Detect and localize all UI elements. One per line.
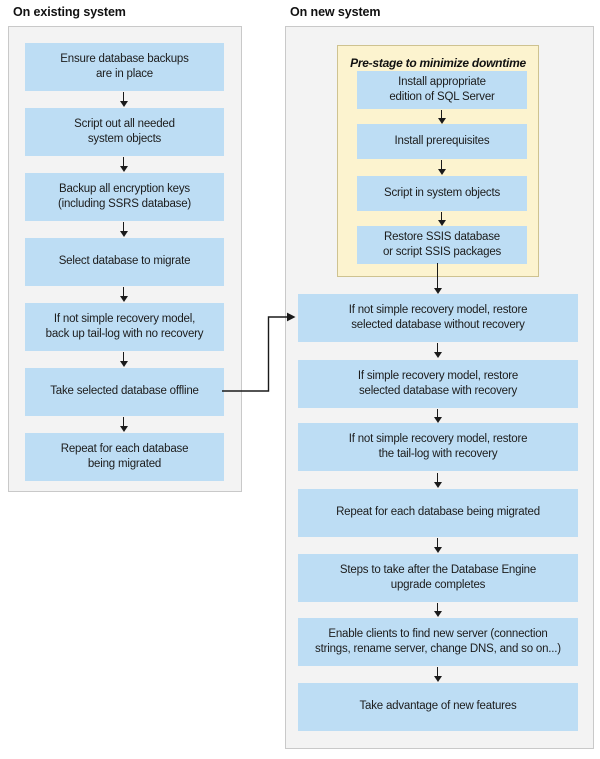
down-arrow-icon xyxy=(433,263,442,294)
flow-step: If simple recovery model, restore select… xyxy=(298,360,578,408)
down-arrow-icon xyxy=(433,343,442,358)
down-arrow-icon xyxy=(119,287,128,302)
down-arrow-icon xyxy=(119,352,128,367)
down-arrow-icon xyxy=(433,603,442,617)
flow-step: Install appropriate edition of SQL Serve… xyxy=(357,71,527,109)
flow-step: Backup all encryption keys (including SS… xyxy=(25,173,224,221)
existing-system-panel: Ensure database backups are in place Scr… xyxy=(8,26,242,492)
down-arrow-icon xyxy=(433,538,442,553)
existing-system-heading: On existing system xyxy=(13,5,126,19)
down-arrow-icon xyxy=(437,110,446,124)
flow-step: If not simple recovery model, restore se… xyxy=(298,294,578,342)
flow-step: Install prerequisites xyxy=(357,124,527,159)
down-arrow-icon xyxy=(433,667,442,682)
down-arrow-icon xyxy=(437,160,446,175)
down-arrow-icon xyxy=(119,222,128,237)
prestage-title: Pre-stage to minimize downtime xyxy=(350,56,526,70)
flow-step: Ensure database backups are in place xyxy=(25,43,224,91)
down-arrow-icon xyxy=(437,212,446,226)
flow-step: Restore SSIS database or script SSIS pac… xyxy=(357,226,527,264)
down-arrow-icon xyxy=(119,417,128,432)
down-arrow-icon xyxy=(119,92,128,107)
down-arrow-icon xyxy=(433,409,442,423)
down-arrow-icon xyxy=(433,473,442,488)
flow-step: Steps to take after the Database Engine … xyxy=(298,554,578,602)
flow-step: Enable clients to find new server (conne… xyxy=(298,618,578,666)
flow-step: Repeat for each database being migrated xyxy=(25,433,224,481)
flow-step: If not simple recovery model, back up ta… xyxy=(25,303,224,351)
flow-step: Select database to migrate xyxy=(25,238,224,286)
down-arrow-icon xyxy=(119,157,128,172)
flow-step: Take advantage of new features xyxy=(298,683,578,731)
new-system-panel: Pre-stage to minimize downtime Install a… xyxy=(285,26,594,749)
flow-step: Take selected database offline xyxy=(25,368,224,416)
flow-step: If not simple recovery model, restore th… xyxy=(298,423,578,471)
prestage-group: Pre-stage to minimize downtime Install a… xyxy=(337,45,539,277)
new-system-heading: On new system xyxy=(290,5,381,19)
flow-step: Repeat for each database being migrated xyxy=(298,489,578,537)
flow-step: Script in system objects xyxy=(357,176,527,211)
flow-step: Script out all needed system objects xyxy=(25,108,224,156)
